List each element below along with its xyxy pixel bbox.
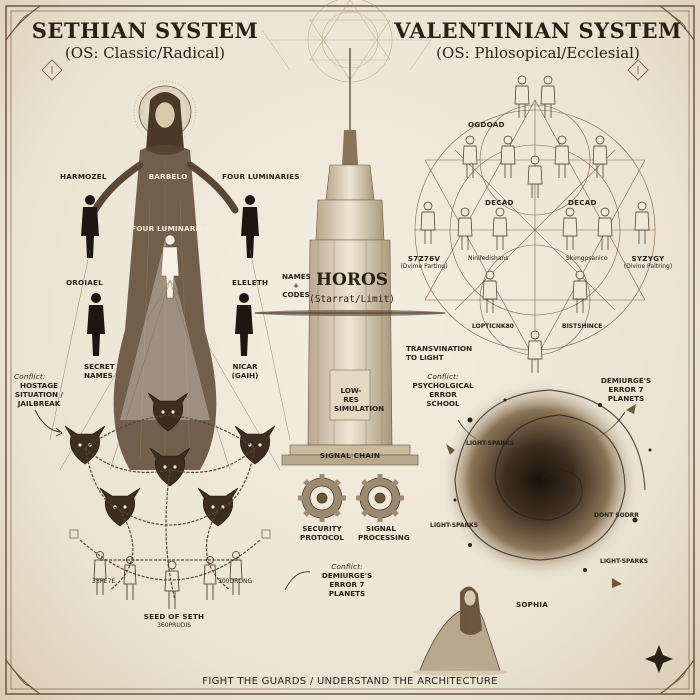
side-checkboxes bbox=[69, 529, 271, 539]
center-conflict-note: Conflict: DEMIURGE'S ERROR 7 PLANETS bbox=[312, 562, 382, 598]
kenoma-vortex bbox=[440, 380, 652, 588]
syzygy-right-sub: (Divine Paltring) bbox=[623, 263, 673, 270]
low-right-label: BISTSHINCE bbox=[562, 323, 603, 330]
ogdoad-label: OGDOAD bbox=[468, 120, 505, 129]
star-ornament bbox=[645, 645, 673, 673]
harmozel-label: HARMOZEL bbox=[60, 172, 107, 181]
valentinian-conflict-label: Conflict: bbox=[427, 372, 459, 381]
sethian-subtitle: (OS: Classic/Radical) bbox=[64, 44, 226, 62]
signal-processing-label: SIGNAL PROCESSING bbox=[358, 524, 410, 542]
left-bottom-label: 33RE7E bbox=[92, 578, 116, 585]
horos-subtitle: (Starrat/Limit) bbox=[309, 294, 395, 305]
syzygy-left-label: S7Z76V bbox=[407, 254, 441, 263]
sethian-conflict-note: Conflict: HOSTAGE SITUATION / JAILBREAK bbox=[14, 372, 64, 408]
archon-chains bbox=[79, 414, 261, 601]
syzygy-left-sub: (Dvime Parting) bbox=[400, 263, 448, 270]
sophia-figure bbox=[412, 586, 508, 676]
mid-right-label: Skimgpsanico bbox=[566, 255, 608, 262]
dont-sodrr-label: DONT SODRR bbox=[594, 512, 639, 519]
valentinian-title: VALENTINIAN SYSTEM bbox=[394, 18, 682, 43]
security-protocol-label: SECURITY PROTOCOL bbox=[300, 524, 344, 542]
syzygy-left-block: S7Z76V (Dvime Parting) bbox=[400, 254, 447, 270]
demiurge-right-label: DEMIURGE'S ERROR 7 PLANETS bbox=[600, 376, 652, 403]
names-codes-label: NAMES + CODES bbox=[282, 272, 311, 299]
light-sparks-label-3: LIGHT-SPARKS bbox=[600, 558, 649, 565]
low-left-label: LOPTICNK80 bbox=[472, 323, 514, 330]
sethian-conflict-label: Conflict: bbox=[14, 372, 46, 381]
horos-tower bbox=[254, 48, 446, 466]
horos-title: HOROS bbox=[315, 270, 389, 290]
barbelo-figure bbox=[91, 80, 239, 470]
sethian-title: SETHIAN SYSTEM bbox=[31, 18, 259, 43]
signal-chain-label: SIGNAL CHAIN bbox=[319, 451, 381, 460]
sophia-label: SOPHIA bbox=[516, 600, 549, 609]
barbelo-label: BARBELO bbox=[148, 172, 188, 181]
four-luminaries-label-right: FOUR LUMINARIES bbox=[222, 172, 300, 181]
pleroma-geometry bbox=[414, 99, 656, 361]
aeon-figures bbox=[420, 75, 650, 373]
syzygy-right-label: SYZYGY bbox=[631, 254, 665, 263]
valentinian-conflict-note: Conflict: PSYCHOLGICAL ERROR SCHOOL bbox=[412, 372, 474, 408]
light-sparks-label-1: LIGHT-SPARKS bbox=[466, 440, 515, 447]
secret-names-label: SECRET NAMES bbox=[84, 362, 115, 380]
decad-left-label: DECAD bbox=[485, 198, 514, 207]
eleleth-label: ELELETH bbox=[232, 278, 269, 287]
four-luminaries-label-center: FOUR LUMINARIES bbox=[131, 224, 209, 233]
center-conflict-text: DEMIURGE'S ERROR 7 PLANETS bbox=[321, 571, 373, 598]
oroiael-label: OROIAEL bbox=[66, 278, 103, 287]
low-res-simulation-label: LOW-RES SIMULATION bbox=[334, 386, 385, 413]
sethian-conflict-text: HOSTAGE SITUATION / JAILBREAK bbox=[14, 381, 64, 408]
light-sparks-label-2: LIGHT-SPARKS bbox=[430, 522, 479, 529]
decad-right-label: DECAD bbox=[568, 198, 597, 207]
chained-figures bbox=[93, 551, 243, 609]
archon-heads bbox=[64, 392, 276, 527]
valentinian-conflict-text: PSYCHOLGICAL ERROR SCHOOL bbox=[412, 381, 474, 408]
sethian-luminary-figures bbox=[81, 195, 259, 356]
valentinian-subtitle: (OS: Phlosopical/Ecclesial) bbox=[436, 44, 640, 62]
footer-motto: FIGHT THE GUARDS / UNDERSTAND THE ARCHIT… bbox=[202, 676, 498, 687]
seed-code-label: 360PRUDIS bbox=[157, 622, 191, 629]
border-frame bbox=[5, 5, 695, 695]
gears bbox=[298, 474, 404, 522]
mid-left-label: Ninifedishans bbox=[468, 255, 509, 262]
corner-ornaments bbox=[41, 59, 649, 81]
right-bottom-label: 300DRONG bbox=[218, 578, 253, 585]
nicar-label: NICAR (GAIH) bbox=[231, 362, 259, 380]
transvination-label: TRANSVINATION TO LIGHT bbox=[406, 344, 473, 362]
seed-of-seth-label: SEED OF SETH bbox=[143, 612, 205, 621]
syzygy-right-block: SYZYGY (Divine Paltring) bbox=[624, 254, 672, 270]
center-conflict-label: Conflict: bbox=[331, 562, 363, 571]
